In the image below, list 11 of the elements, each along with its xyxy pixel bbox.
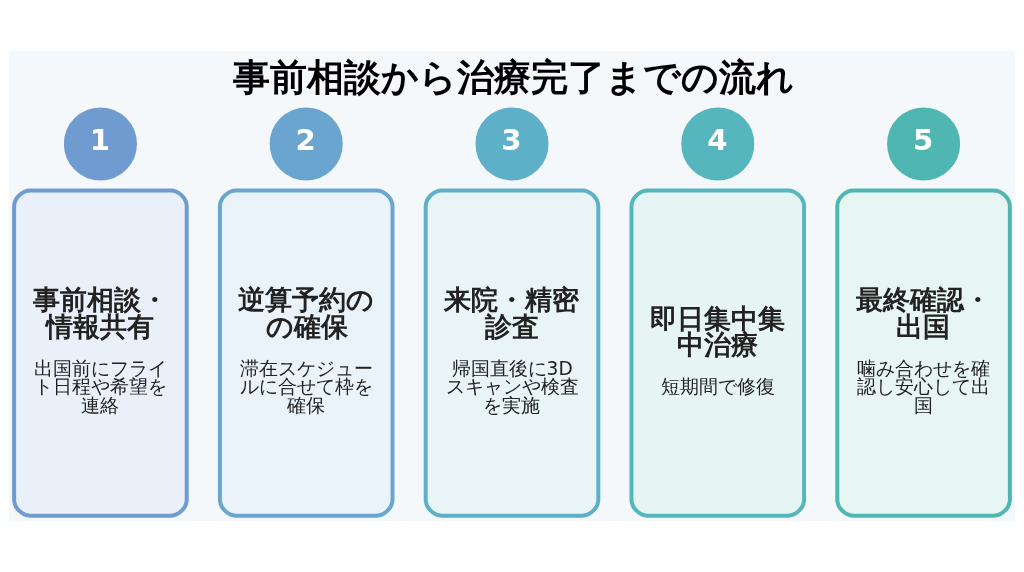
node-box: 最終確認・出国 噛み合わせを確認し安心して出国	[835, 188, 1012, 518]
node-box: 来院・精密診査 帰国直後に3Dスキャンや検査を実施	[423, 188, 601, 518]
diagram-title: 事前相談から治療完了までの流れ	[232, 55, 794, 100]
node-circle: 3	[475, 107, 549, 181]
node-box: 事前相談・情報共有 出国前にフライト日程や希望を連絡	[12, 188, 189, 518]
node-circle: 4	[681, 107, 755, 181]
node-box: 即日集中集中治療 短期間で修復	[629, 188, 807, 518]
node-circle: 1	[63, 107, 137, 181]
node-circle: 2	[269, 107, 343, 181]
node-box: 逆算予約のの確保 滞在スケジュールに合せて枠を確保	[217, 188, 395, 518]
node-circle: 5	[887, 107, 961, 181]
